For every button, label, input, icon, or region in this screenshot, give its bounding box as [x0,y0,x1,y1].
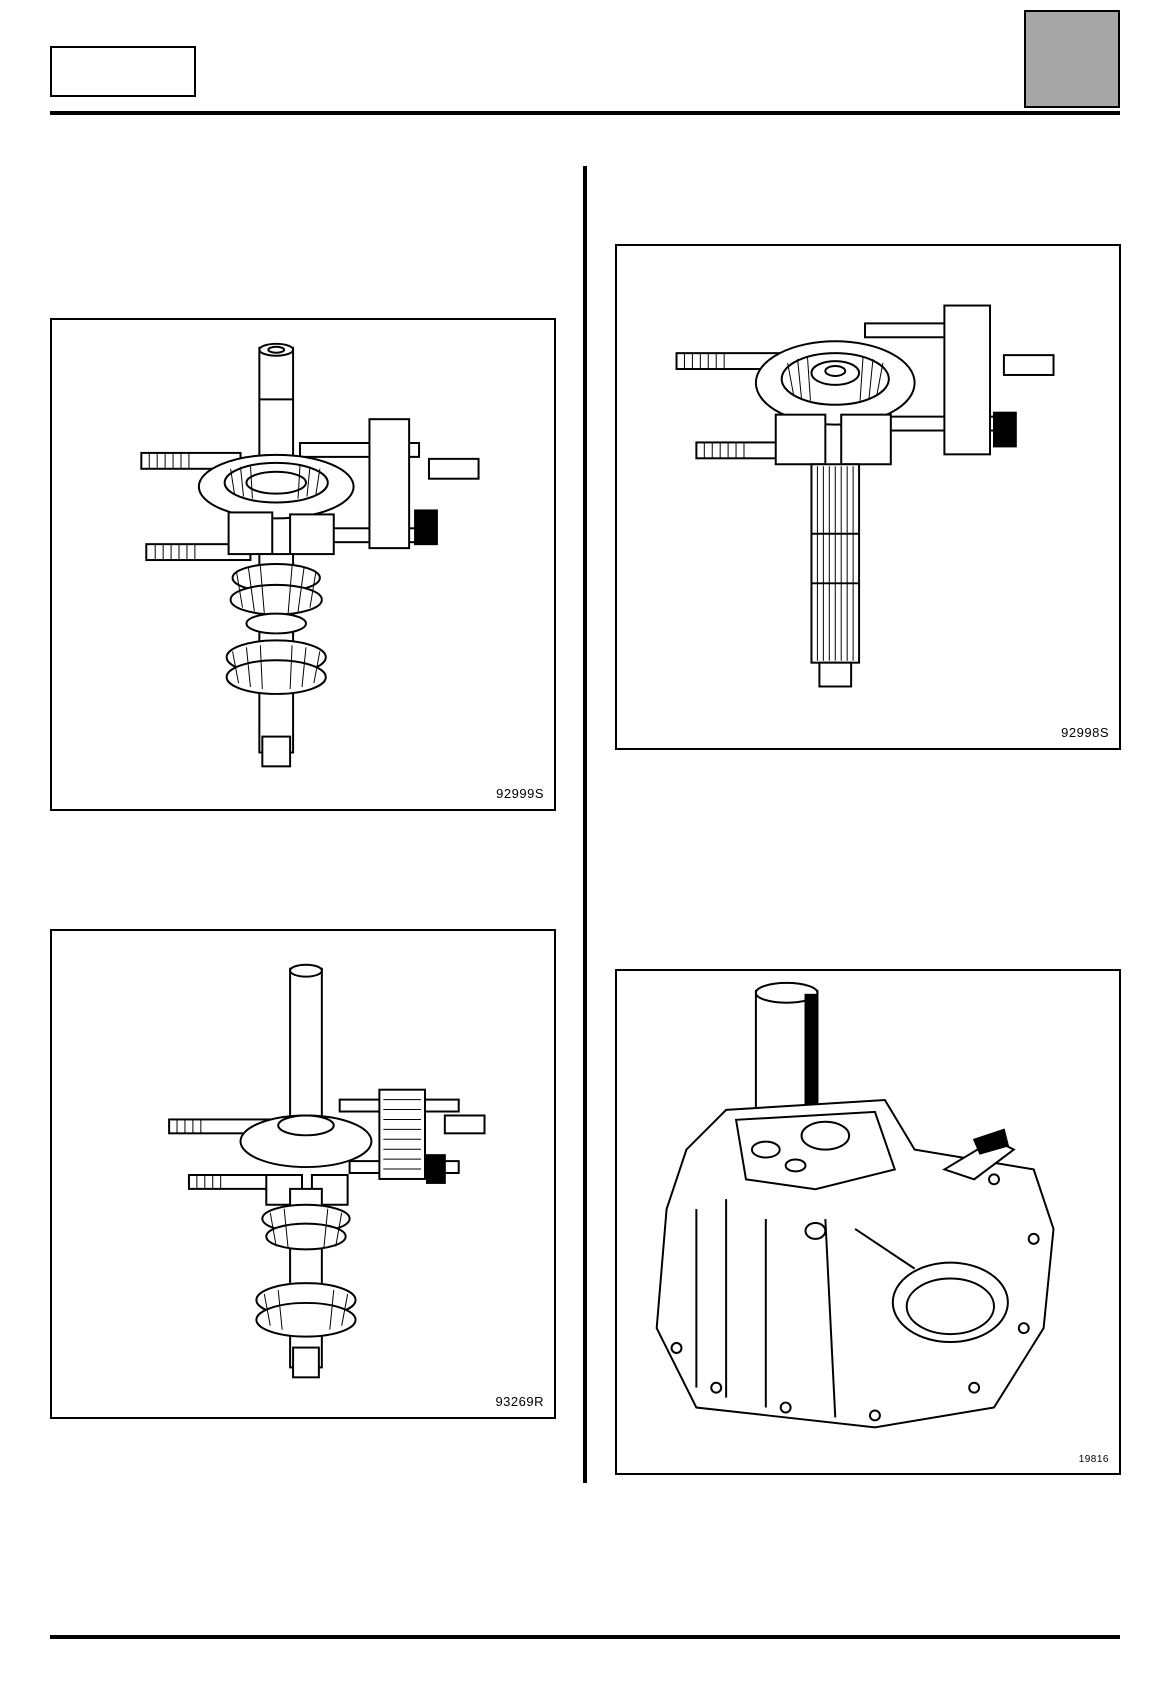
header-label-box [50,46,196,97]
figure-reference: 92998S [1061,725,1109,740]
shaft-puller-drawing-icon [168,963,486,1379]
figure-reference: 92999S [496,786,544,801]
figure-93269r: 93269R [50,929,556,1419]
column-divider [583,166,587,1483]
gearbox-casing-drawing-icon [655,981,1055,1429]
figure-reference: 93269R [495,1394,544,1409]
shaft-puller-drawing-icon [140,342,480,768]
footer-rule [50,1635,1120,1639]
splined-shaft-puller-drawing-icon [675,304,1055,688]
figure-92998s: 92998S [615,244,1121,750]
figure-19816: 19816 [615,969,1121,1475]
section-tab [1024,10,1120,108]
header-rule [50,111,1120,115]
figure-92999s: 92999S [50,318,556,811]
figure-reference: 19816 [1078,1454,1109,1465]
